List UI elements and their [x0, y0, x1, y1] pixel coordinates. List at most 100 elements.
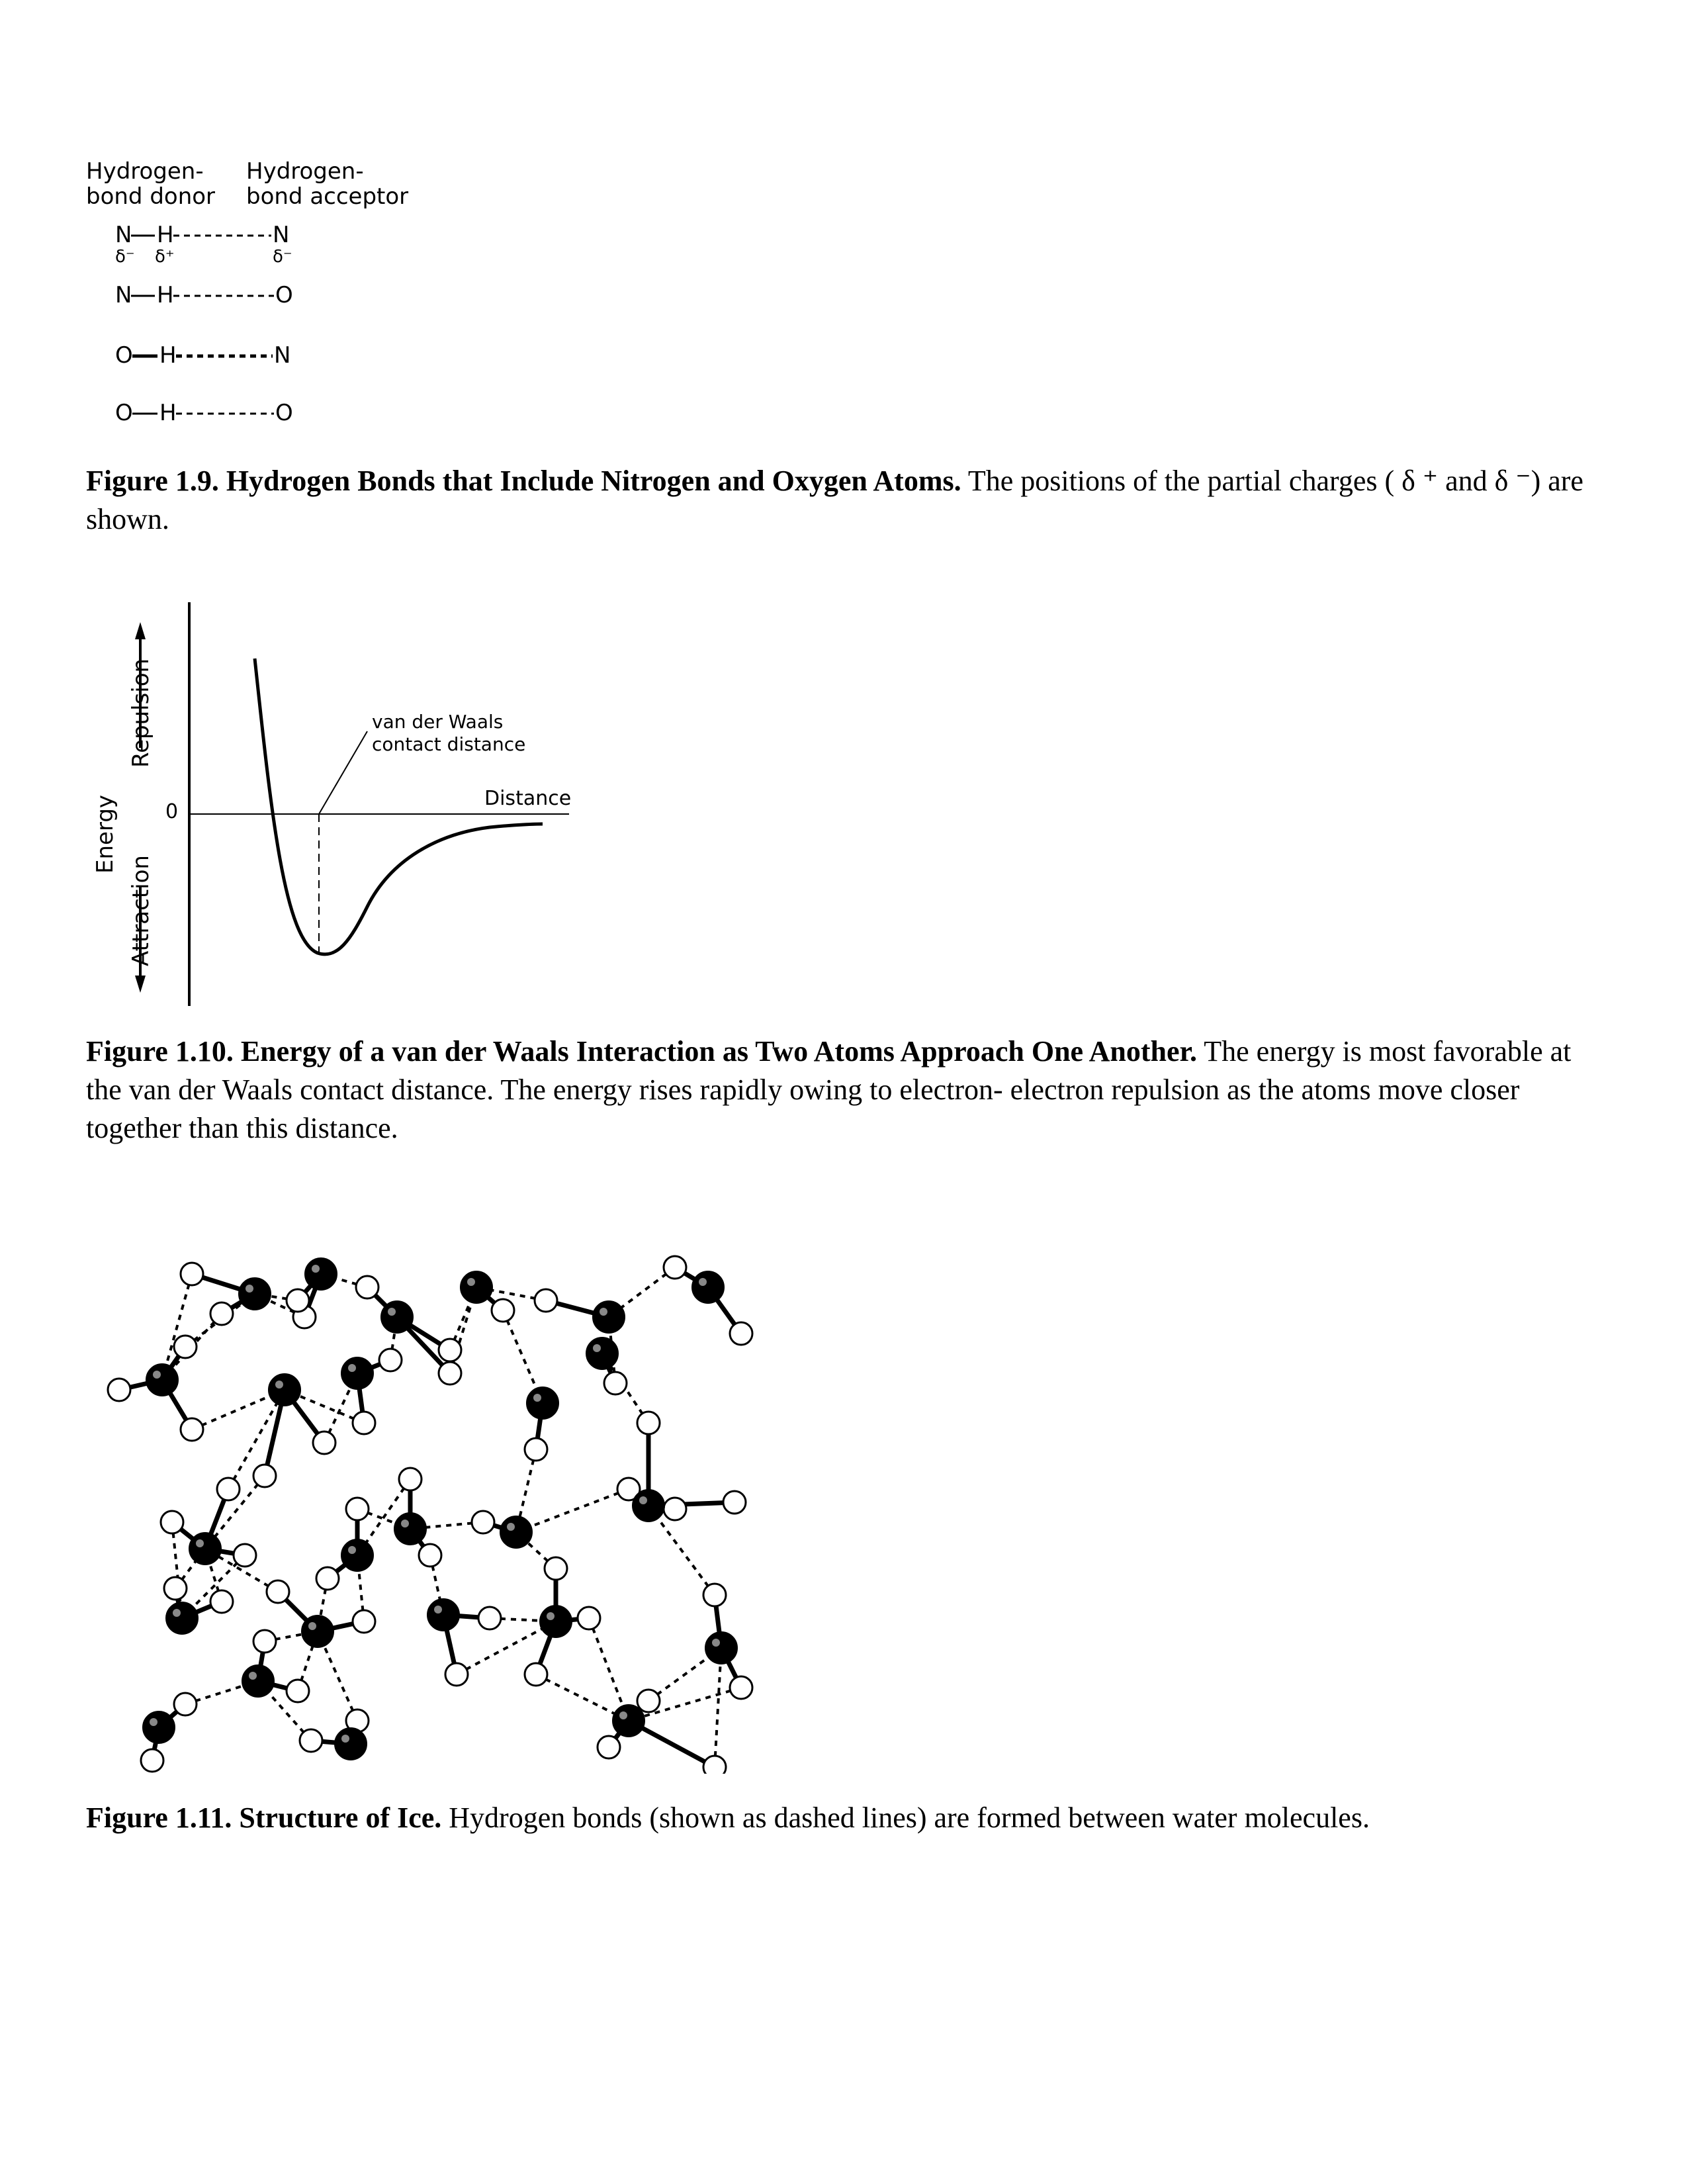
oxygen-highlight — [249, 1672, 257, 1680]
fig11-caption-body: Hydrogen bonds (shown as dashed lines) a… — [441, 1801, 1370, 1834]
hydrogen-bond-dashed — [515, 1449, 537, 1533]
hydrogen-atom — [523, 1662, 549, 1687]
hydrogen-atom — [722, 1490, 747, 1515]
fig10-caption-body: The energy is most favorable at the van … — [86, 1035, 1572, 1144]
row2-hydrogen: H — [157, 282, 174, 308]
hydrogen-bond-dashed — [647, 1504, 716, 1596]
attraction-label: Attraction — [128, 855, 154, 966]
hydrogen-atom — [490, 1298, 515, 1323]
oxygen-atom — [238, 1277, 271, 1310]
hydrogen-atom — [444, 1662, 469, 1687]
hydrogen-atom — [437, 1338, 463, 1363]
row4-acceptor-atom: O — [275, 400, 293, 426]
hydrogen-atom — [437, 1361, 463, 1386]
hydrogen-atom — [140, 1748, 165, 1773]
attraction-arrowhead — [135, 976, 146, 993]
oxygen-highlight — [308, 1622, 316, 1630]
hydrogen-atom — [729, 1321, 754, 1346]
row1-hydrogen: H — [157, 222, 174, 248]
oxygen-highlight — [348, 1546, 356, 1554]
oxygen-highlight — [150, 1718, 157, 1726]
oxygen-highlight — [388, 1308, 396, 1316]
oxygen-highlight — [619, 1711, 627, 1719]
oxygen-atom — [334, 1727, 367, 1760]
oxygen-highlight — [275, 1381, 283, 1388]
hydrogen-atom — [252, 1463, 277, 1488]
oxygen-highlight — [434, 1606, 442, 1614]
row3-donor-atom: O — [115, 342, 133, 369]
acceptor-header: Hydrogen- bond acceptor — [246, 158, 409, 210]
potential-curve — [253, 658, 543, 956]
hydrogen-atom — [173, 1334, 198, 1359]
row4-hydrogen: H — [159, 400, 177, 426]
hydrogen-atom — [636, 1410, 661, 1435]
fig11-caption-title: Figure 1.11. Structure of Ice. — [86, 1801, 442, 1834]
hydrogen-bond-dashed — [607, 1266, 676, 1318]
hydrogen-atom — [729, 1675, 754, 1700]
row2-donor-atom: N — [115, 282, 132, 308]
hydrogen-atom — [662, 1255, 688, 1280]
fig11-ice-structure — [107, 1255, 754, 1774]
hydrogen-atom — [173, 1692, 198, 1717]
hydrogen-bond-dashed — [174, 1547, 206, 1590]
oxygen-atom — [526, 1387, 559, 1420]
hydrogen-atom — [265, 1579, 290, 1604]
oxygen-atom — [460, 1271, 493, 1304]
hydrogen-bond-dashed — [456, 1620, 556, 1676]
hydrogen-atom — [285, 1288, 310, 1313]
oxygen-atom — [427, 1598, 460, 1631]
oxygen-atom — [304, 1257, 337, 1291]
oxygen-atom — [539, 1605, 572, 1638]
oxygen-highlight — [699, 1278, 707, 1286]
hydrogen-atom — [209, 1301, 234, 1326]
oxygen-highlight — [341, 1735, 349, 1743]
oxygen-highlight — [467, 1278, 475, 1286]
hydrogen-atom — [209, 1589, 234, 1614]
oxygen-highlight — [401, 1520, 409, 1527]
oxygen-highlight — [348, 1364, 356, 1372]
hydrogen-bond-dashed — [535, 1673, 629, 1722]
hydrogen-bond-dashed — [713, 1647, 723, 1768]
hbond-lines — [131, 234, 274, 415]
hydrogen-atom — [298, 1728, 324, 1753]
oxygen-atom — [301, 1615, 334, 1648]
hydrogen-atom — [351, 1410, 377, 1435]
distance-label: Distance — [484, 787, 571, 810]
hydrogen-atom — [616, 1477, 641, 1502]
hydrogen-atom — [470, 1510, 496, 1535]
annotation-line2: contact distance — [372, 733, 525, 755]
row1-hydrogen-charge: δ⁺ — [155, 247, 175, 267]
hydrogen-bond-dashed — [515, 1488, 629, 1533]
fig10-caption-title: Figure 1.10. Energy of a van der Waals I… — [86, 1035, 1198, 1068]
hydrogen-atom — [163, 1576, 188, 1601]
hydrogen-atom — [252, 1629, 277, 1654]
hydrogen-atom — [107, 1377, 132, 1402]
row1-acceptor-atom: N — [273, 222, 290, 248]
oxygen-highlight — [593, 1344, 601, 1352]
hydrogen-atom — [533, 1288, 558, 1313]
hydrogen-atom — [285, 1678, 310, 1704]
fig10-caption: Figure 1.10. Energy of a van der Waals I… — [86, 1032, 1608, 1148]
hydrogen-atom — [398, 1467, 423, 1492]
hydrogen-atom — [576, 1606, 601, 1631]
hydrogen-atom — [232, 1543, 257, 1568]
oxygen-atom — [691, 1271, 725, 1304]
oxygen-highlight — [312, 1265, 320, 1273]
oxygen-highlight — [196, 1539, 204, 1547]
hydrogen-atom — [543, 1556, 568, 1581]
row2-acceptor-atom: O — [275, 282, 293, 308]
fig9-caption: Figure 1.9. Hydrogen Bonds that Include … — [86, 462, 1608, 539]
hydrogen-atom — [312, 1430, 337, 1455]
oxygen-highlight — [507, 1523, 515, 1531]
row4-donor-atom: O — [115, 400, 133, 426]
fig9-diagram: Hydrogen- bond donor Hydrogen- bond acce… — [86, 159, 430, 437]
oxygen-highlight — [245, 1285, 253, 1293]
hydrogen-bond-dashed — [588, 1617, 630, 1721]
hydrogen-bond-dashed — [320, 1273, 368, 1289]
row1-donor-charge: δ⁻ — [115, 247, 135, 267]
oxygen-atom — [632, 1489, 665, 1522]
donor-header: Hydrogen- bond donor — [86, 158, 216, 210]
repulsion-arrowhead — [135, 622, 146, 639]
hydrogen-bond-dashed — [204, 1547, 279, 1593]
row3-hydrogen: H — [159, 342, 177, 369]
